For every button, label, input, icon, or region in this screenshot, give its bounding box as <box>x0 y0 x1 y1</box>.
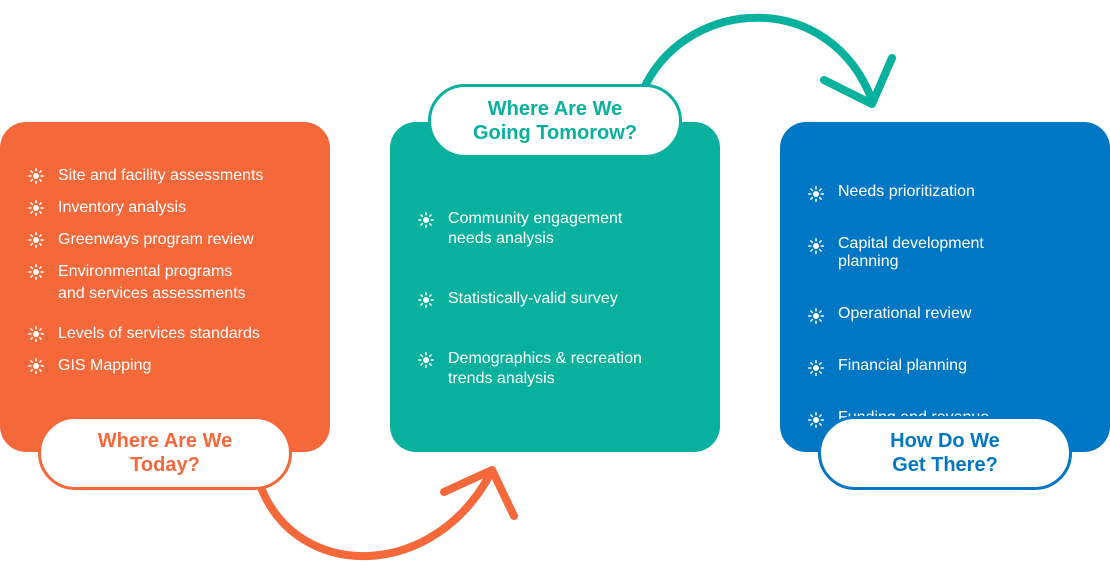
list-item: GIS Mapping <box>28 355 318 377</box>
step-title-today: Where Are We Today? <box>38 416 292 490</box>
step-card-get-there: Needs prioritization Capital development… <box>780 122 1110 498</box>
sun-icon <box>28 168 44 184</box>
list-item-label: Operational review <box>838 305 972 322</box>
sun-icon <box>418 352 434 368</box>
arrow-today-to-tomorrow <box>258 466 518 561</box>
step-card-today: Site and facility assessments Inventory … <box>0 122 330 452</box>
sun-icon <box>28 200 44 216</box>
list-item-label: Levels of services standards <box>58 325 260 342</box>
list-item: Statistically-valid survey <box>418 289 708 309</box>
list-item: Operational review <box>808 305 1098 324</box>
list-item: Levels of services standards <box>28 323 318 345</box>
step-card-tomorrow: Community engagement needs analysis Stat… <box>390 122 720 452</box>
list-item-label: Statistically-valid survey <box>448 290 618 307</box>
list-item: Site and facility assessments <box>28 165 318 187</box>
list-item-label: Community engagement needs analysis <box>448 210 623 247</box>
list-item: Community engagement needs analysis <box>418 209 708 249</box>
list-item: Financial planning <box>808 357 1098 376</box>
list-item: Demographics & recreation trends analysi… <box>418 349 708 389</box>
list-item: Needs prioritization <box>808 183 1098 202</box>
step-title-tomorrow: Where Are We Going Tomorow? <box>428 84 682 158</box>
list-item-label: Capital development planning <box>838 235 984 270</box>
sun-icon <box>808 412 824 428</box>
list-item-label: Environmental programs and services asse… <box>58 263 246 302</box>
item-list: Community engagement needs analysis Stat… <box>418 189 708 429</box>
item-list: Site and facility assessments Inventory … <box>28 165 318 387</box>
list-item-label: Needs prioritization <box>838 183 975 200</box>
sun-icon <box>808 238 824 254</box>
list-item: Inventory analysis <box>28 197 318 219</box>
sun-icon <box>28 264 44 280</box>
list-item-label: Demographics & recreation trends analysi… <box>448 350 642 387</box>
sun-icon <box>808 360 824 376</box>
arrow-tomorrow-to-get-there <box>642 13 896 108</box>
sun-icon <box>808 186 824 202</box>
list-item-label: Inventory analysis <box>58 199 187 216</box>
list-item-label: GIS Mapping <box>58 357 152 374</box>
list-item: Capital development planning <box>808 235 1098 271</box>
sun-icon <box>418 212 434 228</box>
sun-icon <box>28 232 44 248</box>
list-item-label: Financial planning <box>838 357 967 374</box>
list-item-label: Site and facility assessments <box>58 167 264 184</box>
sun-icon <box>28 326 44 342</box>
step-title-get-there: How Do We Get There? <box>818 416 1072 490</box>
list-item: Environmental programs and services asse… <box>28 261 318 305</box>
sun-icon <box>418 292 434 308</box>
sun-icon <box>28 358 44 374</box>
sun-icon <box>808 308 824 324</box>
sun-icon <box>808 482 824 498</box>
list-item: Greenways program review <box>28 229 318 251</box>
list-item-label: Greenways program review <box>58 231 254 248</box>
